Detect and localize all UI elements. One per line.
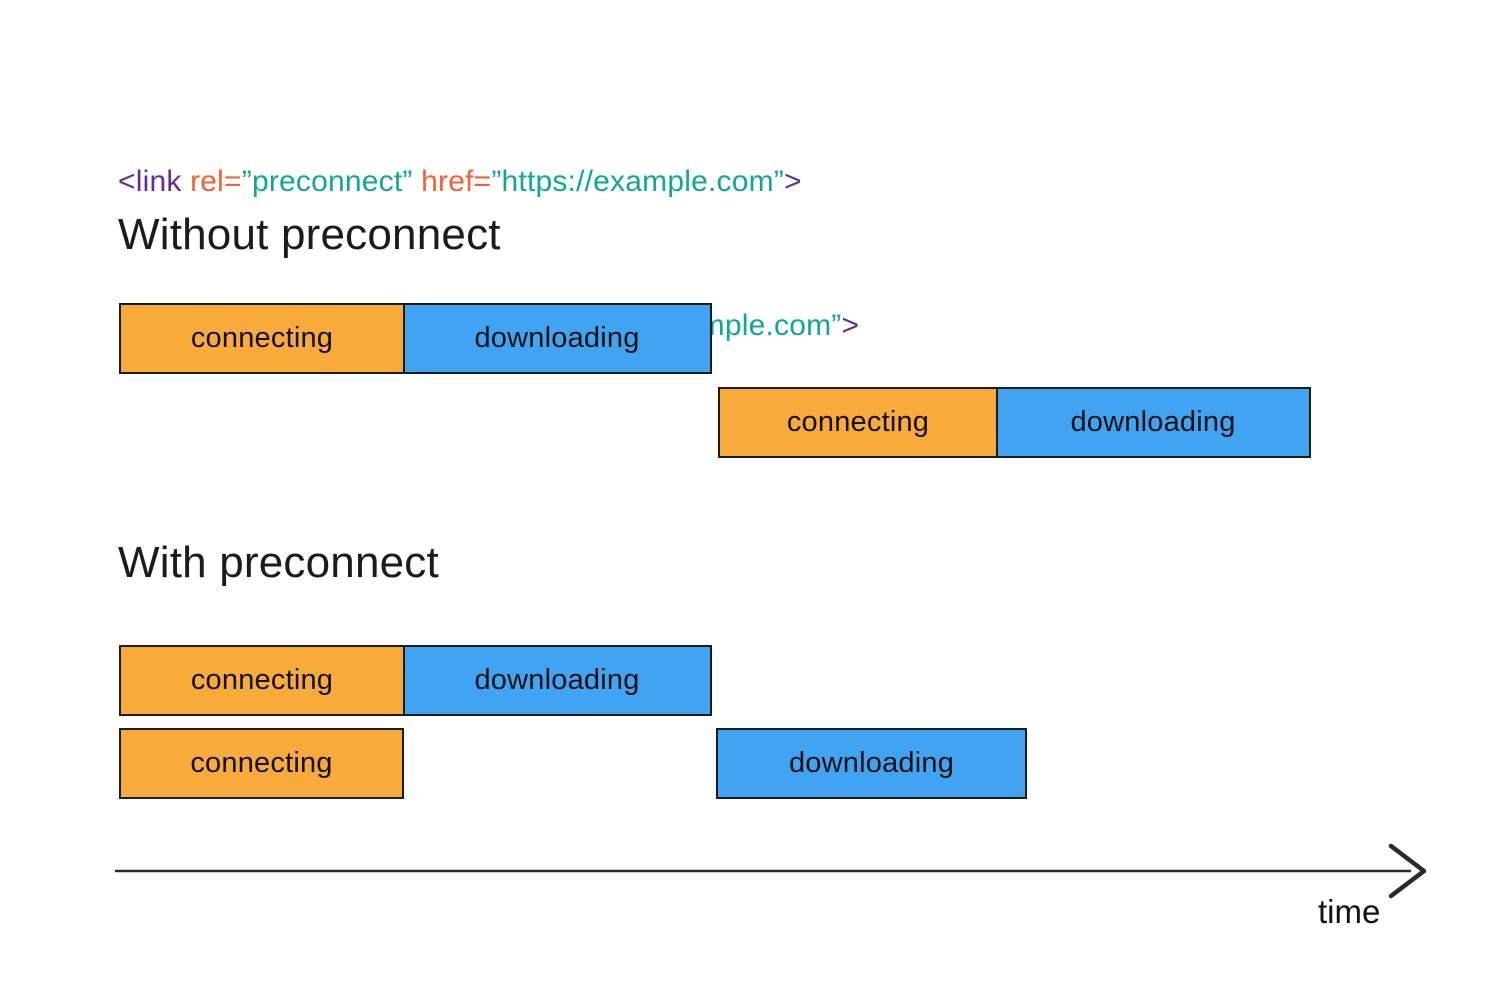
code-token: ”https://example.com” — [491, 165, 784, 198]
bar-connecting: connecting — [718, 387, 998, 458]
bar-downloading: downloading — [716, 728, 1027, 799]
timeline-row: connecting downloading — [119, 303, 712, 374]
bar-downloading: downloading — [402, 303, 712, 374]
bar-connecting: connecting — [119, 645, 405, 716]
code-token: ”preconnect” — [241, 165, 413, 198]
code-token: > — [841, 309, 860, 342]
bar-connecting: connecting — [119, 728, 404, 799]
code-token: rel= — [181, 165, 242, 198]
bar-connecting: connecting — [119, 303, 405, 374]
code-token: href= — [412, 165, 492, 198]
time-axis — [115, 843, 1427, 899]
time-axis-arrow-icon — [1388, 843, 1427, 899]
code-token: <link — [118, 165, 182, 198]
section-title-without-preconnect: Without preconnect — [118, 210, 501, 259]
section-title-with-preconnect: With preconnect — [118, 538, 439, 587]
time-axis-label: time — [1318, 893, 1381, 930]
bar-downloading: downloading — [402, 645, 712, 716]
code-token: > — [783, 165, 802, 198]
timeline-row: connecting — [119, 728, 404, 799]
bar-downloading: downloading — [995, 387, 1311, 458]
code-line: <link rel=”preconnect” href=”https://exa… — [118, 158, 859, 206]
timeline-row: connecting downloading — [718, 387, 1311, 458]
timeline-row: downloading — [716, 728, 1027, 799]
timeline-row: connecting downloading — [119, 645, 712, 716]
